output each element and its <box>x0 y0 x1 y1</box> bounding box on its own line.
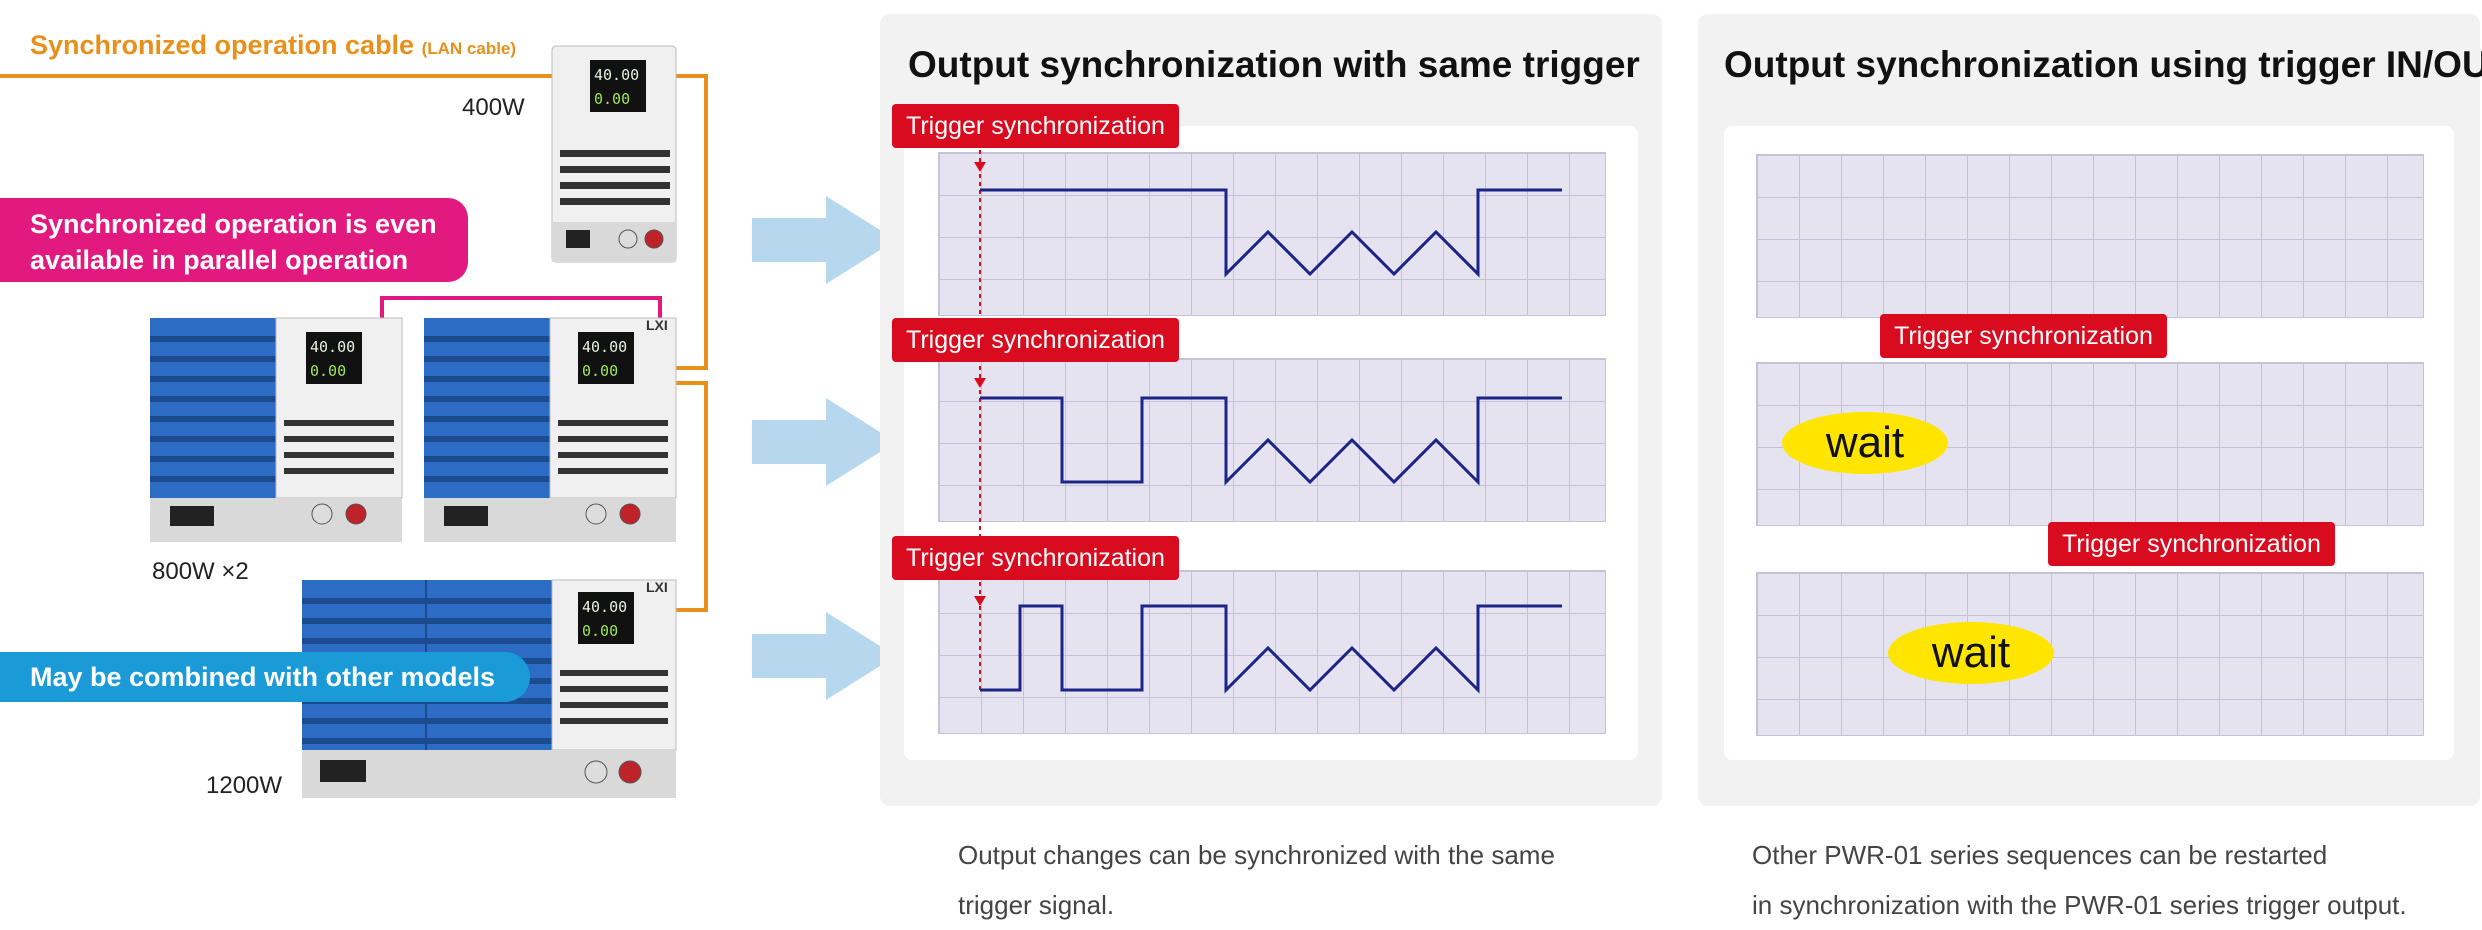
svg-text:LXI: LXI <box>646 579 668 595</box>
trigger-sync-label-1: Trigger synchronization <box>892 104 1179 148</box>
watt-1200-label: 1200W <box>206 772 283 799</box>
arrow-right-icon <box>752 196 880 284</box>
svg-text:0.00: 0.00 <box>582 362 618 380</box>
trigger-inout-grid-3 <box>1756 572 2424 736</box>
device-800w-2: 40.00 0.00 LXI <box>424 317 677 542</box>
lan-cable-subtitle: (LAN cable) <box>421 39 517 58</box>
same-trigger-title: Output synchronization with same trigger <box>908 44 1640 85</box>
trigger-inout-grid-1 <box>1756 154 2424 318</box>
trigger-inout-caption-line2: in synchronization with the PWR-01 serie… <box>1752 890 2407 920</box>
svg-text:40.00: 40.00 <box>310 338 355 356</box>
lan-cable <box>0 74 708 612</box>
lan-cable-label: Synchronized operation cable (LAN cable) <box>30 30 516 61</box>
svg-text:40.00: 40.00 <box>594 66 639 84</box>
wait-badge-1: wait <box>1782 412 1948 474</box>
same-trigger-caption: Output changes can be synchronized with … <box>958 830 1555 930</box>
watt-400-label: 400W <box>462 94 525 121</box>
svg-text:40.00: 40.00 <box>582 598 627 616</box>
arrow-right-icon <box>752 612 880 700</box>
svg-text:40.00: 40.00 <box>582 338 627 356</box>
parallel-cable <box>380 296 662 318</box>
trigger-sync-label-3: Trigger synchronization <box>892 536 1179 580</box>
parallel-callout-line2: available in parallel operation <box>30 245 409 275</box>
instrument-illustration: 40.00 0.00 40.00 0.00 <box>0 45 880 798</box>
trigger-out-label-1: Trigger synchronization <box>1880 314 2167 358</box>
same-trigger-grid-2 <box>938 358 1606 522</box>
svg-text:0.00: 0.00 <box>594 90 630 108</box>
svg-text:0.00: 0.00 <box>310 362 346 380</box>
device-400w: 40.00 0.00 <box>551 45 677 263</box>
trigger-out-label-2: Trigger synchronization <box>2048 522 2335 566</box>
same-trigger-grid-3 <box>938 570 1606 734</box>
device-800w-1: 40.00 0.00 <box>150 317 403 542</box>
same-trigger-caption-line1: Output changes can be synchronized with … <box>958 840 1555 870</box>
parallel-callout: Synchronized operation is even available… <box>0 198 468 282</box>
combine-callout: May be combined with other models <box>0 652 530 702</box>
parallel-callout-line1: Synchronized operation is even <box>30 209 437 239</box>
trigger-inout-caption: Other PWR-01 series sequences can be res… <box>1752 830 2407 930</box>
svg-text:0.00: 0.00 <box>582 622 618 640</box>
svg-text:LXI: LXI <box>646 317 668 333</box>
trigger-inout-caption-line1: Other PWR-01 series sequences can be res… <box>1752 840 2328 870</box>
watt-800-label: 800W ×2 <box>152 558 249 585</box>
wait-badge-2: wait <box>1888 622 2054 684</box>
trigger-sync-label-2: Trigger synchronization <box>892 318 1179 362</box>
arrow-right-icon <box>752 398 880 486</box>
lan-cable-title: Synchronized operation cable <box>30 30 415 60</box>
same-trigger-caption-line2: trigger signal. <box>958 890 1115 920</box>
trigger-inout-title: Output synchronization using trigger IN/… <box>1724 44 2482 85</box>
flow-arrows <box>752 196 880 700</box>
same-trigger-grid-1 <box>938 152 1606 316</box>
